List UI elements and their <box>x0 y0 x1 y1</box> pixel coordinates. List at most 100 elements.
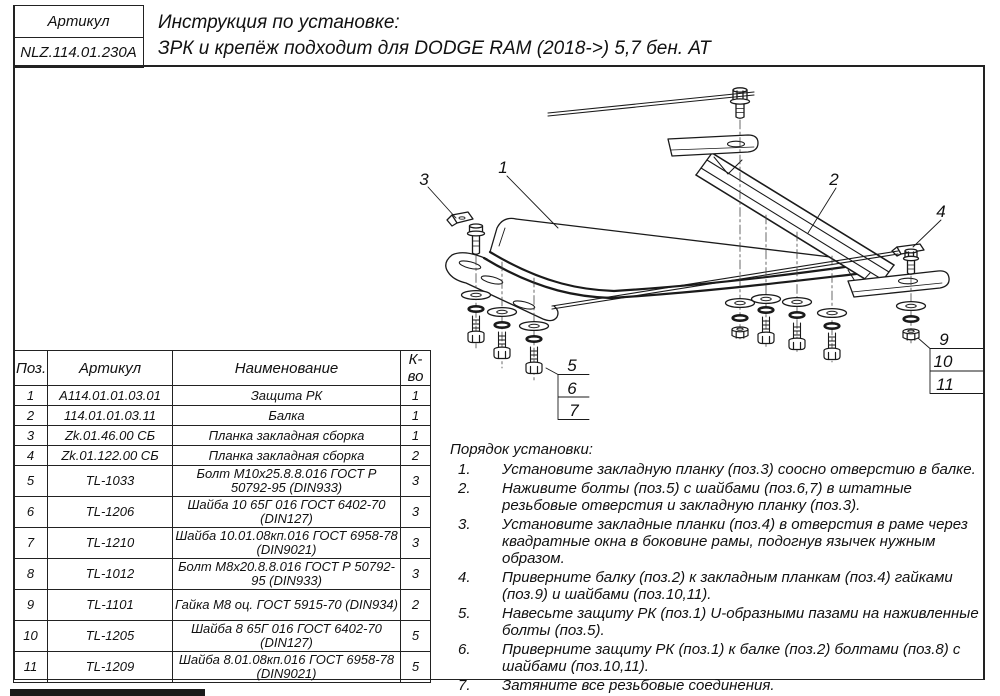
title-line-2: ЗРК и крепёж подходит для DODGE RAM (201… <box>158 38 711 59</box>
table-cell: A114.01.01.03.01 <box>47 385 173 406</box>
callout-7: 7 <box>569 401 579 420</box>
table-cell: TL-1101 <box>47 589 173 621</box>
table-cell: 3 <box>400 496 431 528</box>
table-cell: 1 <box>400 385 431 406</box>
instruction-step: 5.Навесьте защиту РК (поз.1) U-образными… <box>458 605 979 639</box>
table-cell: TL-1210 <box>47 527 173 559</box>
border-bottom <box>13 678 984 680</box>
table-cell: 2 <box>400 589 431 621</box>
table-cell: Болт М10х25.8.8.016 ГОСТ Р 50792-95 (DIN… <box>172 465 401 497</box>
instructions-list: 1.Установите закладную планку (поз.3) со… <box>450 461 982 694</box>
beam-part <box>667 134 950 298</box>
callout-1: 1 <box>498 158 507 177</box>
table-cell: 9 <box>13 589 48 621</box>
instructions-title: Порядок установки: <box>450 441 593 458</box>
table-cell: 4 <box>13 445 48 466</box>
instruction-step: 4.Приверните балку (поз.2) к закладным п… <box>458 569 953 603</box>
table-cell: 3 <box>400 558 431 590</box>
table-cell: 114.01.01.03.11 <box>47 405 173 426</box>
table-cell: Гайка М8 оц. ГОСТ 5915-70 (DIN934) <box>172 589 401 621</box>
article-label: Артикул <box>14 6 143 38</box>
callout-6: 6 <box>567 379 577 398</box>
instruction-step: 7.Затяните все резьбовые соединения. <box>458 677 775 694</box>
table-cell: Планка закладная сборка <box>172 445 401 466</box>
table-cell: 3 <box>13 425 48 446</box>
table-cell: TL-1206 <box>47 496 173 528</box>
column-header: Наименование <box>172 350 401 386</box>
table-cell: 5 <box>400 620 431 652</box>
table-cell: Планка закладная сборка <box>172 425 401 446</box>
column-header: К-во <box>400 350 431 386</box>
callout-4: 4 <box>936 202 945 221</box>
border-right <box>983 65 985 680</box>
table-cell: TL-1012 <box>47 558 173 590</box>
column-header: Поз. <box>13 350 48 386</box>
table-cell: Защита РК <box>172 385 401 406</box>
callout-11: 11 <box>936 375 954 394</box>
article-value: NLZ.114.01.230A <box>20 44 137 62</box>
table-cell: 2 <box>400 445 431 466</box>
callout-labels: 1 2 3 4 5 6 7 9 10 11 <box>419 158 954 420</box>
instruction-step: 2.Наживите болты (поз.5) с шайбами (поз.… <box>458 480 912 514</box>
table-cell: 1 <box>400 425 431 446</box>
border-under-header <box>13 65 984 67</box>
embedded-plate-left <box>446 211 486 255</box>
callout-9: 9 <box>939 330 949 349</box>
embedded-plate-top <box>547 87 755 119</box>
callout-2: 2 <box>828 170 839 189</box>
callout-5: 5 <box>567 356 577 375</box>
table-cell: 1 <box>13 385 48 406</box>
table-cell: 3 <box>400 465 431 497</box>
page-title: Инструкция по установке: ЗРК и крепёж по… <box>158 10 711 62</box>
instruction-step: 6.Приверните защиту РК (поз.1) к балке (… <box>458 641 961 675</box>
table-cell: 5 <box>400 651 431 683</box>
table-cell: 7 <box>13 527 48 559</box>
installation-instructions: Порядок установки: 1.Установите закладну… <box>450 441 982 696</box>
table-cell: Шайба 10 65Г 016 ГОСТ 6402-70 (DIN127) <box>172 496 401 528</box>
table-cell: 2 <box>13 405 48 426</box>
table-cell: Zk.01.46.00 СБ <box>47 425 173 446</box>
table-cell: Шайба 10.01.08кп.016 ГОСТ 6958-78 (DIN90… <box>172 527 401 559</box>
table-cell: Zk.01.122.00 СБ <box>47 445 173 466</box>
fastener-stacks <box>460 119 927 383</box>
table-cell: TL-1209 <box>47 651 173 683</box>
table-cell: 10 <box>13 620 48 652</box>
embedded-plate-right <box>551 243 925 310</box>
table-cell: 1 <box>400 405 431 426</box>
instruction-step: 3.Установите закладные планки (поз.4) в … <box>458 516 968 567</box>
table-cell: 3 <box>400 527 431 559</box>
table-cell: 11 <box>13 651 48 683</box>
table-cell: TL-1205 <box>47 620 173 652</box>
callout-10: 10 <box>934 352 953 371</box>
table-cell: Болт М8х20.8.8.016 ГОСТ Р 50792-95 (DIN9… <box>172 558 401 590</box>
table-cell: 8 <box>13 558 48 590</box>
table-cell: Балка <box>172 405 401 426</box>
exploded-view-diagram: 1 2 3 4 5 6 7 9 10 11 <box>419 87 984 420</box>
instruction-step: 1.Установите закладную планку (поз.3) со… <box>458 461 976 478</box>
title-line-1: Инструкция по установке: <box>158 12 400 33</box>
table-cell: Шайба 8 65Г 016 ГОСТ 6402-70 (DIN127) <box>172 620 401 652</box>
callout-leaders <box>427 175 984 420</box>
border-left <box>13 5 15 680</box>
column-header: Артикул <box>47 350 173 386</box>
callout-3: 3 <box>419 170 429 189</box>
article-box: Артикул NLZ.114.01.230A <box>13 5 144 68</box>
table-cell: TL-1033 <box>47 465 173 497</box>
table-cell: Шайба 8.01.08кп.016 ГОСТ 6958-78 (DIN902… <box>172 651 401 683</box>
table-cell: 5 <box>13 465 48 497</box>
bottom-bar <box>10 689 205 696</box>
table-cell: 6 <box>13 496 48 528</box>
